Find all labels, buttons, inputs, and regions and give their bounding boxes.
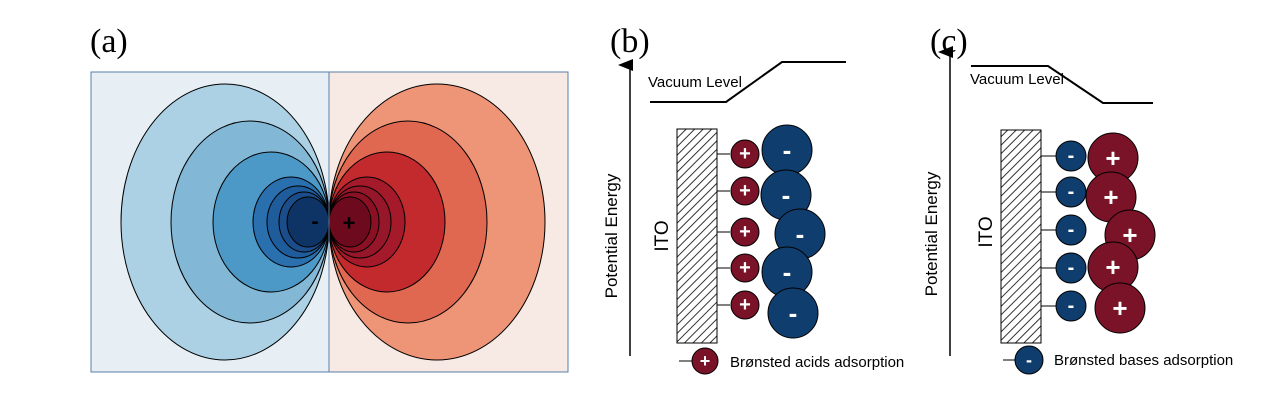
ito-substrate	[1000, 129, 1042, 344]
negative-charge-sign: -	[311, 209, 318, 234]
positive-ion-sign: +	[1105, 252, 1120, 282]
panel-a-letter: (a)	[90, 23, 128, 60]
y-axis-label: Potential Energy	[602, 173, 621, 298]
positive-ion-sign: +	[1112, 293, 1127, 323]
negative-ion-sign: -	[783, 257, 792, 287]
legend-c: - Brønsted bases adsorption	[1003, 345, 1233, 375]
negative-ion-sign: -	[1068, 257, 1075, 279]
ion-pair: + -	[717, 169, 812, 221]
counter-positive-ion	[1094, 282, 1146, 334]
ion-pair: + -	[717, 208, 826, 260]
ion-pair: + -	[717, 124, 813, 176]
ion-pair: - +	[1041, 171, 1137, 223]
positive-ion-sign: +	[739, 180, 751, 202]
panel-b: (b) Potential Energy Vacuum Level ITO + …	[602, 23, 904, 375]
vacuum-level-label: Vacuum Level	[970, 71, 1064, 88]
vacuum-level-label: Vacuum Level	[648, 74, 742, 91]
negative-ion-sign: -	[1068, 219, 1075, 241]
positive-ion	[730, 253, 760, 283]
panel-b-letter: (b)	[610, 23, 650, 60]
negative-ion-sign: -	[783, 135, 792, 165]
legend-b: + Brønsted acids adsorption	[679, 347, 904, 375]
counter-negative-ion	[767, 287, 819, 339]
legend-positive-ion	[691, 347, 719, 375]
ito-label: ITO	[976, 216, 997, 247]
positive-ion	[730, 290, 760, 320]
panel-a: (a) - +	[90, 23, 569, 373]
ion-pair: + -	[717, 246, 813, 298]
positive-ion	[730, 139, 760, 169]
vacuum-level-line	[650, 61, 846, 103]
negative-contour-7	[286, 196, 330, 248]
positive-ion-sign: +	[1105, 143, 1120, 173]
negative-ion	[1055, 290, 1087, 322]
adsorbed-base-ions: - + - + - + -	[1041, 132, 1156, 334]
positive-ion	[730, 176, 760, 206]
negative-ion	[1055, 140, 1087, 172]
positive-ion-sign: +	[739, 257, 751, 279]
positive-ion-sign: +	[1103, 182, 1118, 212]
panel-c: (c) Potential Energy Vacuum Level ITO - …	[922, 23, 1233, 375]
negative-ion	[1055, 252, 1087, 284]
negative-ion	[1055, 214, 1087, 246]
panel-a-frame	[90, 71, 569, 373]
negative-ion-sign: -	[1068, 295, 1075, 317]
legend-ion-sign: +	[700, 351, 711, 371]
negative-ion-sign: -	[789, 298, 798, 328]
ito-label: ITO	[652, 220, 673, 251]
ito-substrate	[676, 128, 718, 344]
panel-c-letter: (c)	[930, 23, 968, 60]
positive-ion-sign: +	[739, 294, 751, 316]
legend-negative-ion	[1014, 345, 1044, 375]
ion-pair: - +	[1041, 241, 1139, 293]
ion-pair: - +	[1041, 132, 1139, 184]
positive-ion-sign: +	[1122, 220, 1137, 250]
ion-pair: - +	[1041, 282, 1146, 334]
negative-ion-sign: -	[796, 219, 805, 249]
positive-ion-sign: +	[739, 221, 751, 243]
positive-ion	[730, 217, 760, 247]
legend-label: Brønsted bases adsorption	[1054, 352, 1233, 369]
negative-ion-sign: -	[1068, 145, 1075, 167]
legend-ion-sign: -	[1026, 350, 1032, 370]
negative-ion-sign: -	[782, 180, 791, 210]
vacuum-level-line	[971, 65, 1153, 104]
dipole-field-contours	[120, 83, 546, 361]
adsorbed-acid-ions: + - + - + - +	[717, 124, 826, 339]
legend-label: Brønsted acids adsorption	[730, 354, 904, 371]
ion-pair: + -	[717, 287, 819, 339]
negative-ion-sign: -	[1068, 181, 1075, 203]
positive-ion-sign: +	[739, 143, 751, 165]
y-axis-label: Potential Energy	[922, 171, 941, 296]
positive-charge-sign: +	[343, 211, 356, 236]
